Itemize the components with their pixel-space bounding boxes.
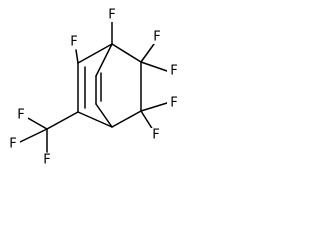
fluorine-atom-label: F <box>170 64 177 79</box>
bond-c2-f-upper <box>140 43 155 63</box>
bond-c3-f-right <box>140 102 168 112</box>
label-bg <box>40 153 54 167</box>
bond-cf3-f-top <box>25 116 48 130</box>
atom-label-layer: F F F F F F F F F <box>6 8 181 168</box>
bond-cf3-f-left <box>19 128 48 143</box>
bond-c6-c4 <box>77 111 113 128</box>
label-bg <box>167 96 181 110</box>
fluorine-atom-label: F <box>108 8 115 23</box>
label-bg <box>150 30 164 44</box>
bond-c3-c4 <box>111 110 142 128</box>
bond-c5-f <box>75 49 79 64</box>
fluorine-atom-label: F <box>70 35 77 50</box>
label-bg <box>67 35 81 49</box>
bond-c1-c2 <box>111 43 142 63</box>
molecule-structure: F F F F F F F F F <box>6 8 181 168</box>
label-bg <box>14 108 28 122</box>
label-bg <box>6 137 20 151</box>
fluorine-atom-label: F <box>17 108 24 123</box>
bond-c2-f-right <box>140 61 168 72</box>
label-bg <box>149 128 163 142</box>
fluorine-atom-label: F <box>43 153 50 168</box>
fluorine-atom-label: F <box>9 137 16 152</box>
bond-c6-cf3 <box>46 111 79 130</box>
fluorine-atom-label: F <box>152 128 159 143</box>
bond-c1-c5 <box>77 43 113 64</box>
bond-bridge-c1 <box>95 43 113 77</box>
fluorine-atom-label: F <box>153 30 160 45</box>
bond-bridge-c4 <box>95 103 113 128</box>
bond-c3-f-lower <box>140 110 154 131</box>
fluorine-atom-label: F <box>170 96 177 111</box>
label-bg <box>167 64 181 78</box>
bond-layer <box>19 21 168 153</box>
label-bg <box>105 8 119 22</box>
